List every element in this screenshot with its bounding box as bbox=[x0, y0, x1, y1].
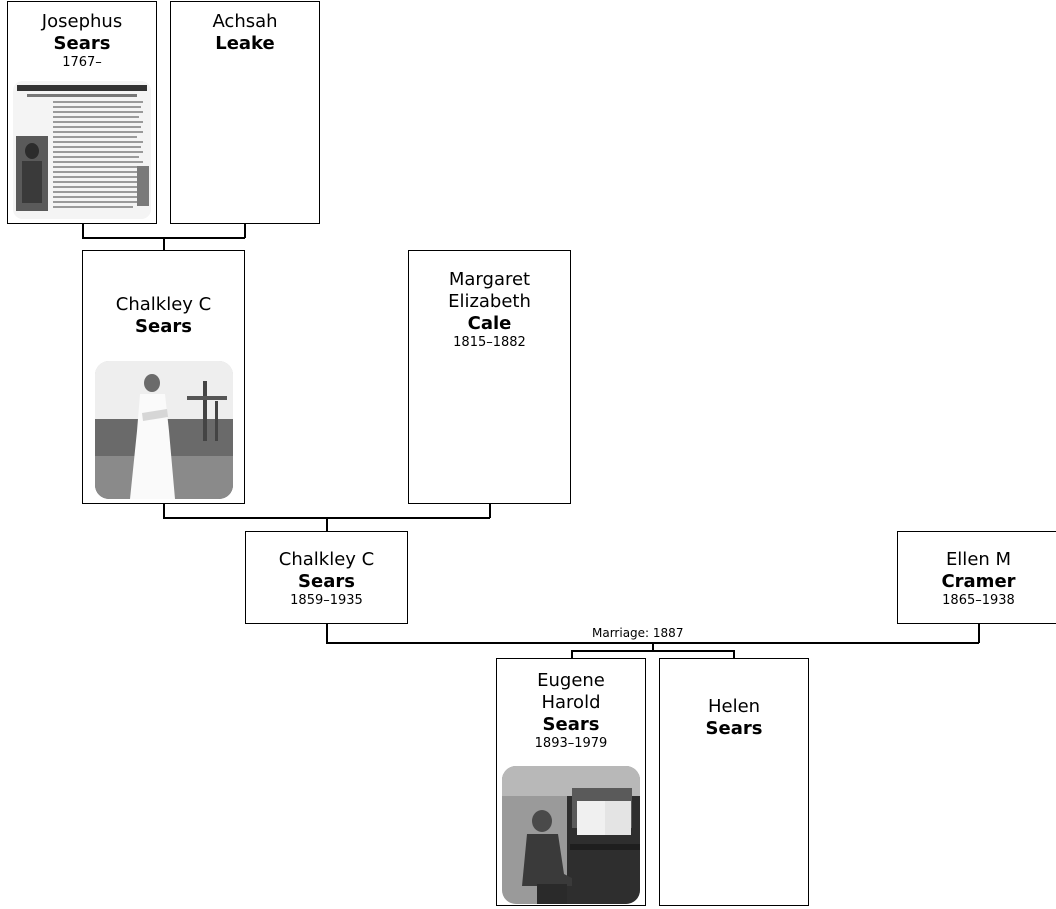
person-surname: Sears bbox=[298, 571, 355, 592]
person-given-name: Ellen M bbox=[945, 549, 1012, 570]
person-given-name: Chalkley C bbox=[115, 294, 212, 315]
connector-line bbox=[326, 517, 328, 532]
man-at-piano-photo[interactable] bbox=[502, 766, 640, 904]
person-card-achsah-leake[interactable]: Achsah Leake bbox=[170, 1, 320, 224]
man-standing-photo[interactable] bbox=[95, 361, 233, 499]
person-card-eugene-harold-sears[interactable]: Eugene Harold Sears 1893–1979 bbox=[496, 658, 646, 906]
connector-line bbox=[652, 642, 654, 651]
connector-line bbox=[163, 503, 165, 518]
person-dates: 1859–1935 bbox=[290, 593, 363, 608]
connector-line bbox=[571, 650, 573, 659]
connector-line bbox=[489, 503, 491, 518]
person-given-name: Helen bbox=[707, 696, 761, 717]
person-card-chalkley-c-sears-sr[interactable]: Chalkley C Sears bbox=[82, 250, 245, 504]
person-card-ellen-m-cramer[interactable]: Ellen M Cramer 1865–1938 bbox=[897, 531, 1056, 624]
person-card-chalkley-c-sears-jr[interactable]: Chalkley C Sears 1859–1935 bbox=[245, 531, 408, 624]
person-surname: Leake bbox=[215, 33, 275, 54]
person-surname: Cale bbox=[467, 313, 512, 334]
connector-line bbox=[82, 223, 84, 238]
connector-line bbox=[978, 623, 980, 643]
person-surname: Sears bbox=[135, 316, 192, 337]
person-given-name: Margaret bbox=[448, 269, 531, 290]
connector-line bbox=[733, 650, 735, 659]
person-dates: 1893–1979 bbox=[534, 736, 608, 751]
person-surname: Cramer bbox=[941, 571, 1016, 592]
connector-line bbox=[163, 237, 165, 251]
person-middle-name: Harold bbox=[541, 692, 601, 713]
person-given-name: Achsah bbox=[212, 11, 278, 32]
connector-line bbox=[571, 650, 734, 652]
person-given-name: Chalkley C bbox=[278, 549, 375, 570]
person-dates: 1767– bbox=[62, 55, 102, 70]
person-surname: Sears bbox=[542, 714, 600, 735]
newspaper-clipping-image[interactable] bbox=[13, 81, 151, 219]
person-given-name: Josephus bbox=[41, 11, 123, 32]
person-dates: 1865–1938 bbox=[942, 593, 1015, 608]
connector-line bbox=[326, 623, 328, 643]
person-card-margaret-elizabeth-cale[interactable]: Margaret Elizabeth Cale 1815–1882 bbox=[408, 250, 571, 504]
connector-line bbox=[244, 223, 246, 238]
person-middle-name: Elizabeth bbox=[448, 291, 531, 312]
person-card-helen-sears[interactable]: Helen Sears bbox=[659, 658, 809, 906]
person-given-name: Eugene bbox=[537, 670, 605, 691]
person-surname: Sears bbox=[53, 33, 111, 54]
person-card-josephus-sears[interactable]: Josephus Sears 1767– bbox=[7, 1, 157, 224]
person-dates: 1815–1882 bbox=[453, 335, 526, 350]
person-surname: Sears bbox=[705, 718, 763, 739]
marriage-label: Marriage: 1887 bbox=[590, 626, 686, 640]
